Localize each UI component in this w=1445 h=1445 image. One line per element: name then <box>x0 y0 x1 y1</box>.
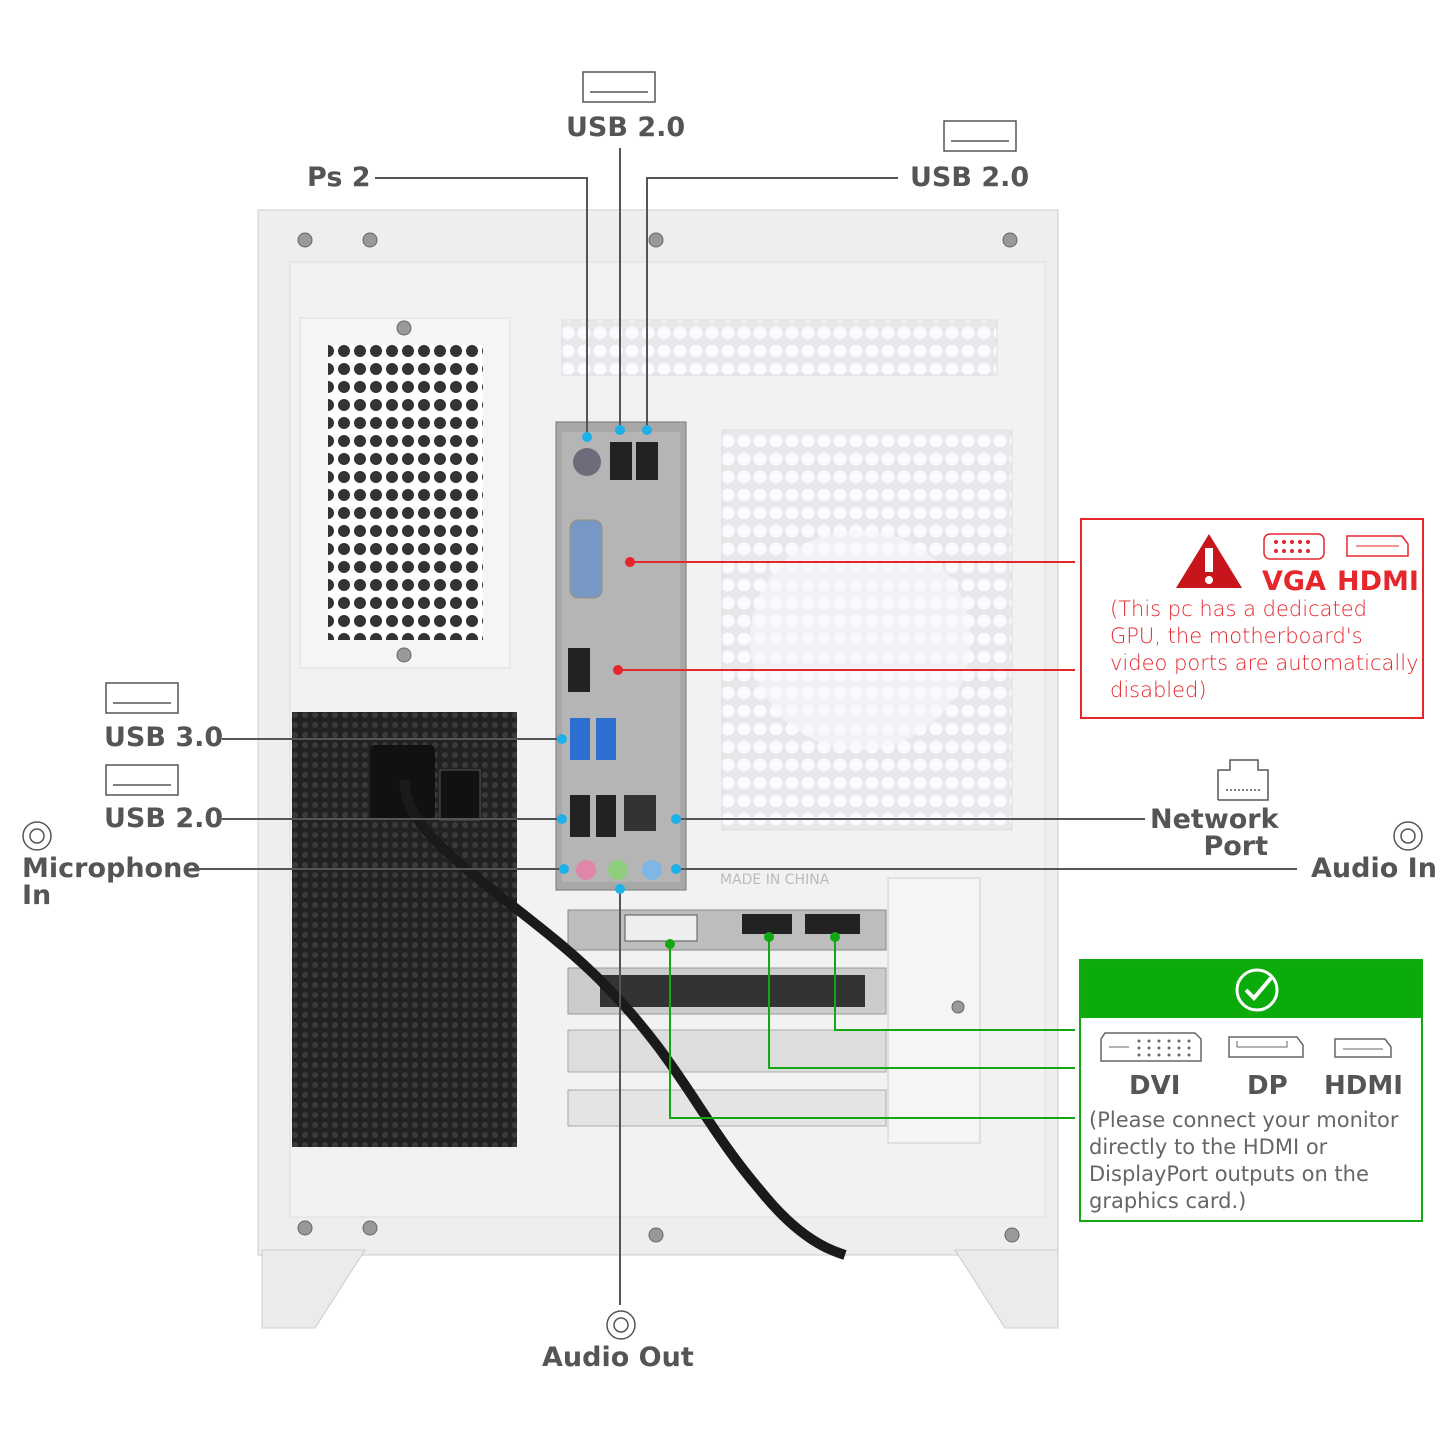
label-ps2: Ps 2 <box>307 162 371 193</box>
label-usb20-top: USB 2.0 <box>566 112 686 143</box>
warning-note: (This pc has a dedicated GPU, the mother… <box>1110 597 1419 702</box>
label-usb20-left: USB 2.0 <box>104 803 224 834</box>
top-vent <box>561 319 998 376</box>
label-usb30: USB 3.0 <box>104 722 224 753</box>
dvi-label: DVI <box>1129 1071 1181 1101</box>
power-switch <box>439 769 481 821</box>
usb30-icon <box>105 682 179 714</box>
audio-jack-icon-mic <box>22 821 52 851</box>
check-circle-icon <box>1235 968 1279 1012</box>
hdmi-gpu-label: HDMI <box>1324 1071 1403 1101</box>
label-usb20-right: USB 2.0 <box>910 162 1030 193</box>
label-audio-out: Audio Out <box>542 1342 694 1373</box>
ethernet-icon <box>1217 759 1269 801</box>
label-audio-in: Audio In <box>1311 853 1437 884</box>
gpu-note: (Please connect your monitor directly to… <box>1089 1108 1399 1213</box>
case-foot-right <box>954 1249 1059 1329</box>
gpu-outputs-box: DVI DP HDMI (Please connect your monitor… <box>1079 959 1423 1222</box>
dvi-dp-hdmi-port-icons <box>1100 1032 1392 1062</box>
vga-label: VGA <box>1262 566 1326 597</box>
dp-label: DP <box>1247 1071 1288 1101</box>
hdmi-label: HDMI <box>1337 566 1419 597</box>
label-network-port: Network Port <box>1150 804 1279 862</box>
usb20-icon-left <box>105 764 179 796</box>
vga-hdmi-port-icons <box>1263 533 1409 560</box>
case-made-in-china: MADE IN CHINA <box>720 872 830 888</box>
onboard-video-warning-box: VGA HDMI (This pc has a dedicated GPU, t… <box>1080 518 1424 719</box>
usb-icon-right <box>943 120 1017 152</box>
audio-jack-icon-out <box>606 1310 636 1340</box>
power-cable <box>399 779 847 1260</box>
label-microphone-in: Microphone In <box>22 853 201 911</box>
top-left-vent <box>328 345 483 640</box>
warning-icon <box>1176 534 1242 588</box>
usb-icon-top <box>582 71 656 103</box>
audio-jack-icon-in <box>1393 821 1423 851</box>
case-foot-left <box>261 1249 366 1329</box>
green-header <box>1081 961 1421 1018</box>
